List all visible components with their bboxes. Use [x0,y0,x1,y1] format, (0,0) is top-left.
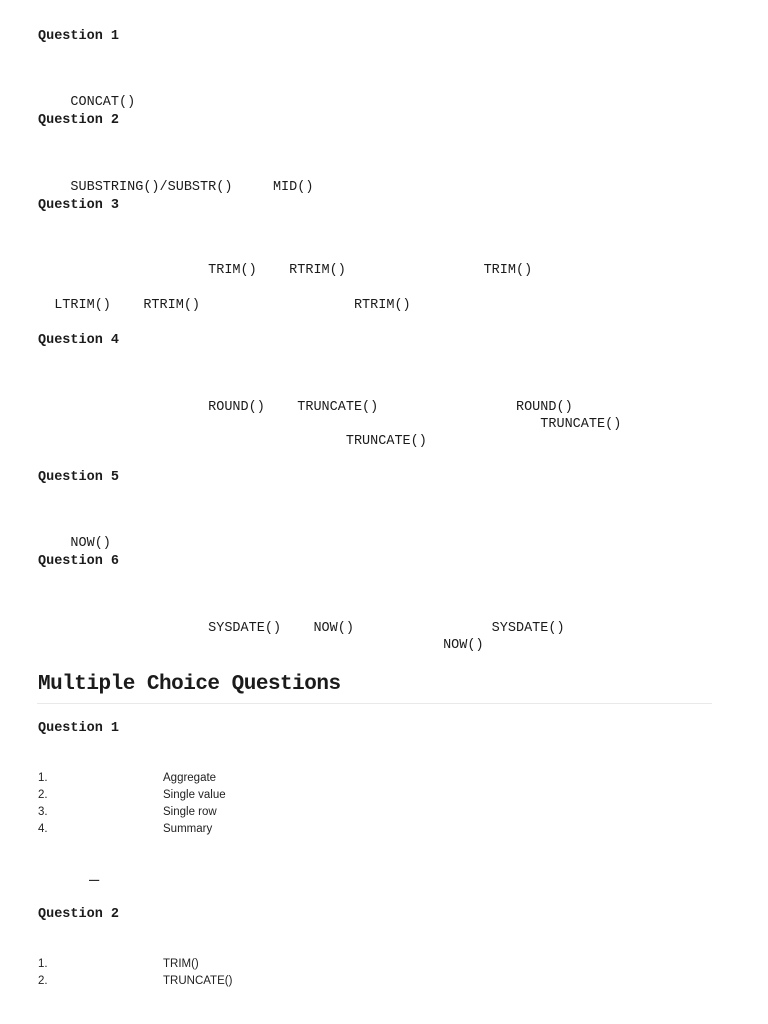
question-heading: Question 4 [38,333,120,348]
option-label: Single row [163,806,217,818]
option-number: 4. [38,823,48,835]
code-line: TRIM() RTRIM() TRIM() [38,263,533,278]
option-number: 1. [38,958,48,970]
option-label: TRUNCATE() [163,975,233,987]
question-heading: Question 2 [38,113,120,128]
code-line: SUBSTRING()/SUBSTR() MID() [38,180,314,195]
code-line: NOW() [38,638,484,653]
option-number: 3. [38,806,48,818]
option-label: Single value [163,789,226,801]
question-heading: Question 1 [38,29,120,44]
code-line: TRUNCATE() [38,434,427,449]
option-number: 2. [38,789,48,801]
option-number: 2. [38,975,48,987]
code-line: NOW() [38,536,111,551]
code-line: ROUND() TRUNCATE() ROUND() [38,400,573,415]
code-line: CONCAT() [38,95,136,110]
code-line: TRUNCATE() [38,417,622,432]
option-label: TRIM() [163,958,199,970]
option-label: Summary [163,823,213,835]
question-heading: Question 5 [38,470,120,485]
section-title: Multiple Choice Questions [38,673,341,696]
code-line: LTRIM() RTRIM() RTRIM() [38,298,411,313]
code-line: SYSDATE() NOW() SYSDATE() [38,621,565,636]
option-number: 1. [38,772,48,784]
question-heading: Question 6 [38,554,120,569]
section-divider [37,703,712,704]
question-heading: Question 1 [38,721,120,736]
question-heading: Question 2 [38,907,120,922]
option-label: Aggregate [163,772,217,784]
question-heading: Question 3 [38,198,120,213]
answer-blank: — [89,870,100,890]
